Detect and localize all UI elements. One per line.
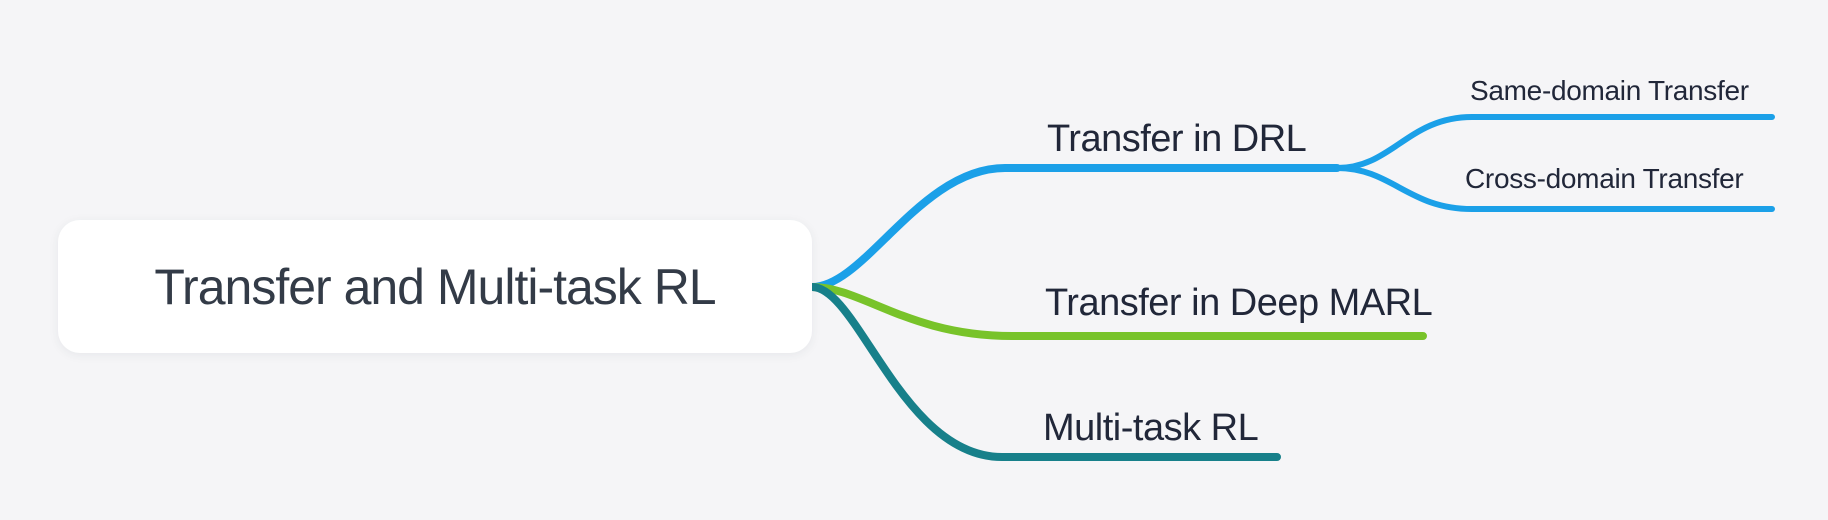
node-same-domain-transfer[interactable]: Same-domain Transfer bbox=[1470, 75, 1749, 106]
root-node-label: Transfer and Multi-task RL bbox=[154, 258, 716, 315]
node-cross-domain-transfer[interactable]: Cross-domain Transfer bbox=[1465, 163, 1744, 194]
branch-line-transfer-in-drl bbox=[808, 164, 1341, 291]
child-link-cross-domain-transfer bbox=[1334, 165, 1775, 212]
child-link-same-domain-transfer bbox=[1334, 114, 1775, 171]
branch-line-multi-task-rl bbox=[808, 283, 1281, 461]
node-transfer-in-deep-marl[interactable]: Transfer in Deep MARL bbox=[1045, 282, 1433, 324]
node-transfer-in-drl[interactable]: Transfer in DRL bbox=[1047, 118, 1307, 160]
node-multi-task-rl[interactable]: Multi-task RL bbox=[1043, 407, 1259, 449]
root-node[interactable]: Transfer and Multi-task RL bbox=[58, 220, 812, 353]
branch-line-transfer-in-deep-marl bbox=[808, 283, 1427, 340]
